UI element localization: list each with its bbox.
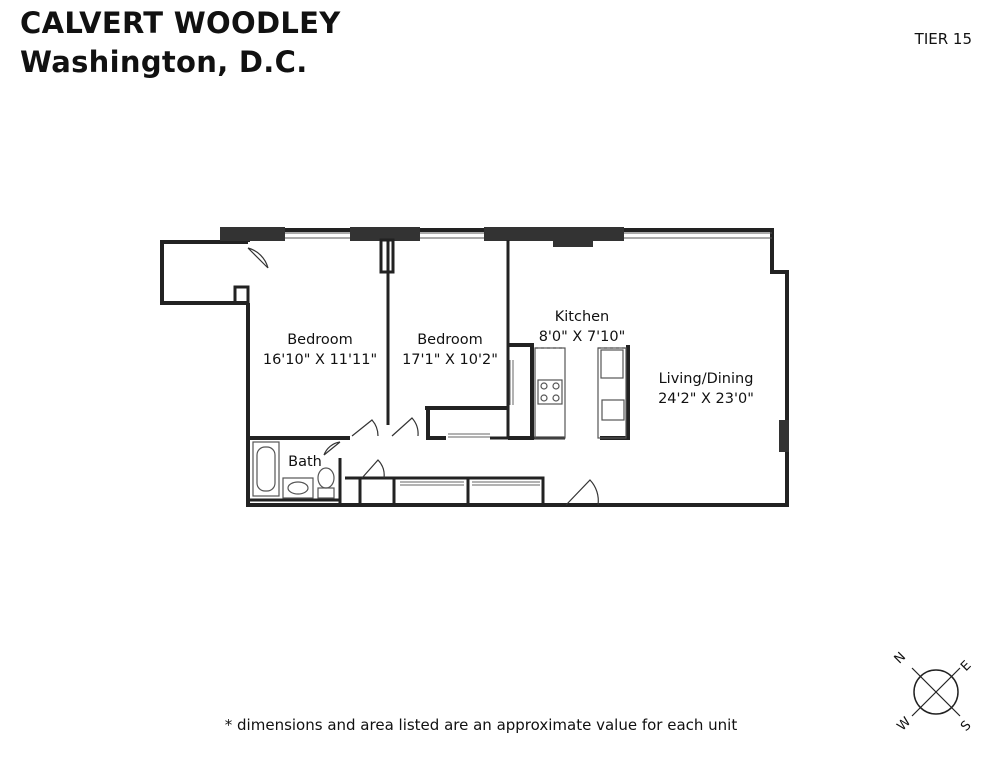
sink-icon [282, 477, 314, 499]
fridge-icon [600, 349, 624, 379]
compass-east: E [958, 658, 974, 674]
counter-right-icon [597, 347, 627, 439]
footnote: * dimensions and area listed are an appr… [224, 716, 738, 734]
compass-north: N [892, 650, 909, 667]
bedroom-1-label: Bedroom [287, 332, 353, 348]
window-lines [285, 232, 772, 239]
interior-walls [248, 238, 630, 505]
bath-fixtures [252, 441, 335, 499]
toilet-icon [317, 487, 335, 499]
building-name: CALVERT WOODLEY [20, 6, 341, 40]
room-labels: Bedroom 16'10" X 11'11" Bedroom 17'1" X … [263, 309, 754, 470]
counter-left-icon [534, 347, 566, 439]
living-dining-label: Living/Dining [659, 371, 754, 387]
sink-icon [601, 399, 625, 421]
kitchen-label: Kitchen [555, 309, 610, 325]
door-swings [247, 247, 599, 506]
closet-doors [400, 360, 540, 486]
stove-icon [537, 379, 563, 405]
bathtub-icon [252, 441, 280, 497]
window-blocks [220, 227, 789, 452]
bedroom-2-label: Bedroom [417, 332, 483, 348]
bedroom-1-dimensions: 16'10" X 11'11" [263, 352, 377, 368]
kitchen-fixtures [534, 347, 627, 439]
bath-label: Bath [288, 454, 322, 470]
bedroom-2-dimensions: 17'1" X 10'2" [402, 352, 498, 368]
kitchen-dimensions: 8'0" X 7'10" [539, 329, 626, 345]
exterior-walls [160, 228, 789, 507]
living-dining-dimensions: 24'2" X 23'0" [658, 391, 754, 407]
tier-label: TIER 15 [914, 30, 972, 48]
compass-circle-icon [913, 669, 959, 715]
city-name: Washington, D.C. [20, 45, 308, 79]
